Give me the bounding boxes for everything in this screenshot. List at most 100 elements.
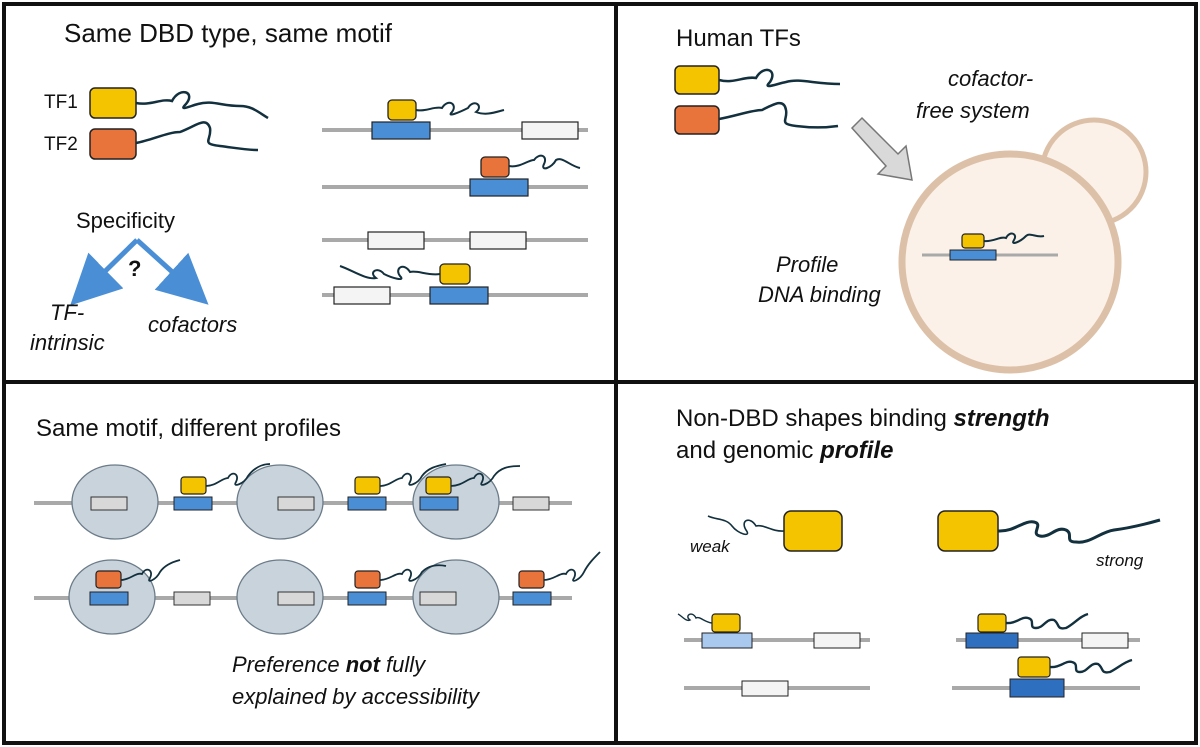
motif-site (419, 496, 459, 511)
strong-tf: strong (937, 510, 1161, 570)
tf-intrinsic-label-line2: intrinsic (30, 330, 105, 355)
dna-row-3 (322, 231, 588, 250)
weak-site (367, 231, 425, 250)
tf1-label: TF1 (44, 92, 78, 113)
tf-tail (450, 465, 521, 487)
tf-tail (1049, 658, 1133, 674)
title-line-2-bold: profile (819, 437, 893, 464)
strong-label: strong (1096, 551, 1144, 570)
tf-tail (415, 101, 505, 116)
caption-line-1: Preference not fully (232, 652, 427, 677)
cofactors-label: cofactors (148, 312, 237, 337)
weak-site (469, 231, 527, 250)
tf1-dbd (711, 613, 741, 633)
tf2-dbd (354, 570, 381, 589)
arrow-to-tf-intrinsic (70, 238, 139, 306)
tf1-dbd (783, 510, 843, 552)
arrow-to-yeast (850, 116, 913, 181)
panel-top-left: Same DBD type, same motif TF1 TF2 Specif… (30, 18, 588, 355)
tf2-dbd (518, 570, 545, 589)
dna-row-2 (322, 154, 588, 197)
tf2-dbd (480, 156, 510, 178)
panel-title: Human TFs (676, 25, 801, 52)
panel-bottom-right: Non-DBD shapes binding strength and geno… (676, 405, 1161, 698)
title-line-1-bold: strength (954, 405, 1050, 432)
arrow-to-cofactors (135, 238, 209, 305)
tf-tail (205, 463, 271, 487)
panel-title: Same DBD type, same motif (64, 18, 393, 48)
tf-tail (508, 154, 581, 170)
motif-site (89, 591, 129, 606)
dna-row-1 (322, 99, 588, 140)
weak-site (741, 680, 789, 697)
tf-tail (379, 463, 447, 487)
caption-line-2: explained by accessibility (232, 684, 481, 709)
weak-site (277, 591, 315, 606)
panel-bottom-left: Same motif, different profiles (34, 415, 601, 709)
tf1-dbd (977, 613, 1007, 633)
cofactor-free-line2: free system (916, 98, 1030, 123)
caption-line-1-bold: not (346, 652, 382, 677)
motif-site-dark (965, 632, 1019, 649)
weak-label: weak (690, 537, 731, 556)
tf1-dbd (354, 476, 381, 495)
weak-tail (707, 515, 785, 536)
motif-site (347, 496, 387, 511)
motif-site-dark (1009, 678, 1065, 698)
tf1-dbd (425, 476, 452, 495)
chromatin-row-1 (34, 463, 572, 540)
tf-tail (339, 265, 441, 281)
panel-title-line-2: and genomic profile (676, 437, 893, 464)
tf2-dbd (89, 128, 137, 160)
dna-row-4 (322, 263, 588, 305)
motif-site (371, 121, 431, 140)
weak-site (521, 121, 579, 140)
tf2-tail (718, 101, 839, 129)
weak-site (173, 591, 211, 606)
motif-site (429, 286, 489, 305)
panel-title-line-1: Non-DBD shapes binding strength (676, 405, 1050, 432)
title-line-2-pre: and genomic (676, 437, 820, 464)
tf1-tail (718, 68, 841, 88)
tf1-dbd (937, 510, 999, 552)
caption-line-1-pre: Preference (232, 652, 346, 677)
weak-binding-rows (677, 613, 870, 697)
weak-tf: weak (690, 510, 843, 556)
motif-site (347, 591, 387, 606)
panel-bottom-right-frame (614, 380, 1198, 745)
cofactor-free-line1: cofactor- (948, 66, 1033, 91)
tf2-label: TF2 (44, 134, 78, 155)
tf1-dbd (180, 476, 207, 495)
tf-tail (983, 232, 1045, 244)
weak-site (277, 496, 315, 511)
yeast-cell (898, 117, 1149, 374)
panel-top-right: Human TFs cofactor- free system Profile … (674, 25, 1149, 374)
tf2-tail (135, 121, 259, 152)
chromatin-row-2 (34, 551, 601, 635)
tf1-dbd (387, 99, 417, 121)
tf1-dbd (89, 87, 137, 119)
specificity-label: Specificity (76, 208, 175, 233)
tf-intrinsic-label-line1: TF- (50, 300, 84, 325)
motif-site (469, 178, 529, 197)
tf-tail (1005, 612, 1089, 630)
profile-label-line2: DNA binding (758, 282, 881, 307)
tf1-tail (135, 90, 269, 120)
motif-site (512, 591, 552, 606)
weak-site (333, 286, 391, 305)
panel-title: Same motif, different profiles (36, 415, 341, 442)
strong-binding-rows (952, 612, 1140, 698)
tf1-dbd (1017, 656, 1051, 678)
motif-site (173, 496, 213, 511)
weak-site (813, 632, 861, 649)
yeast-mother-cell (898, 150, 1122, 374)
caption-line-1-post: fully (380, 652, 427, 677)
tf1-dbd (439, 263, 471, 285)
tf-tail (677, 613, 713, 624)
weak-site (419, 591, 457, 606)
motif-site-light (701, 632, 753, 649)
tf-tail (543, 551, 601, 582)
motif-site (949, 249, 997, 261)
